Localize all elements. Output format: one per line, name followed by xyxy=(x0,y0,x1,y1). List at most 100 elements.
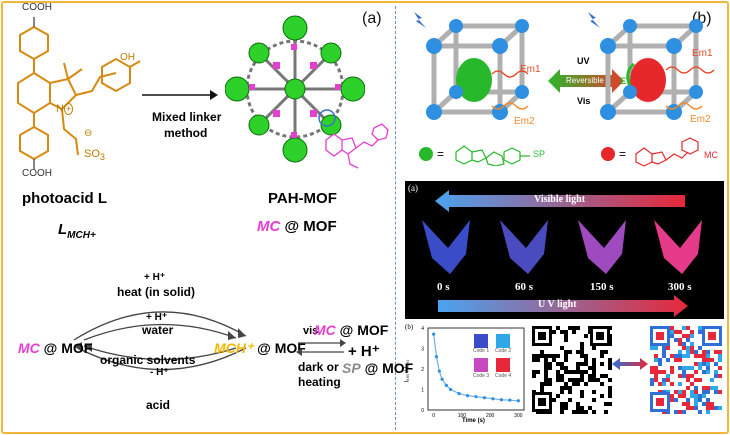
arrow-label-line2: method xyxy=(164,126,208,140)
y-tick-label: 0 xyxy=(421,408,424,414)
cube-sp xyxy=(414,12,529,120)
em1-right: Em1 xyxy=(692,48,713,59)
lower-h-minus: - H⁺ xyxy=(150,367,169,378)
mid-h-plus: + H⁺ xyxy=(146,312,168,323)
right-equilibrium-arrows xyxy=(296,339,346,356)
cube-mc xyxy=(588,12,715,120)
graph-sub-label: (b) xyxy=(405,323,414,331)
cooh-top-text: COOH xyxy=(22,2,52,13)
chart-point xyxy=(444,383,448,387)
left-mc-mof: MC @ MOF xyxy=(18,340,93,356)
code4-label: Code 4 xyxy=(495,373,512,379)
lower-condition: organic solvents xyxy=(100,353,196,367)
center-mch-mof: MCH⁺ @ MOF xyxy=(214,340,306,356)
code1-label: Code 1 xyxy=(473,348,490,354)
sp-label: SP xyxy=(533,149,546,159)
heating-label: heating xyxy=(298,375,341,389)
y-tick-label: 3 xyxy=(421,347,424,353)
qr-pattern-samples xyxy=(422,220,702,274)
vis-label: vis. xyxy=(303,325,322,337)
bottom-condition: acid xyxy=(146,398,171,412)
panel-divider xyxy=(395,6,396,430)
uv-light-arrow xyxy=(438,295,688,317)
mc-label: MC xyxy=(704,150,718,160)
right-sp-mof: SP @ MOF xyxy=(342,360,414,376)
graph-xlabel: Time (s) xyxy=(462,418,485,424)
arrow-label-line1: Mixed linker xyxy=(152,110,222,124)
pah-mof-framework xyxy=(225,15,365,163)
qr-code-color xyxy=(648,324,724,414)
chart-point xyxy=(437,369,441,373)
time-60: 60 s xyxy=(515,281,534,293)
uv-label: UV xyxy=(577,56,590,66)
chart-point xyxy=(491,397,495,401)
photo-sub-label: (a) xyxy=(408,183,418,193)
so3-charge: ⊖ xyxy=(84,128,93,139)
time-300: 300 s xyxy=(668,281,692,293)
cooh-bottom-text: COOH xyxy=(22,168,52,179)
mc-mof-label: MC @ MOF xyxy=(257,218,337,235)
mid-condition: water xyxy=(142,323,174,337)
photoacid-label: photoacid L xyxy=(22,190,107,207)
code-swatches xyxy=(474,334,510,372)
n-plus-label: N+ xyxy=(56,103,74,115)
visible-light-label: Visible light xyxy=(534,194,586,205)
chart-point xyxy=(508,398,512,402)
y-tick-label: 2 xyxy=(421,367,424,373)
chart-point xyxy=(432,332,436,336)
reversible-arrow xyxy=(548,69,624,93)
y-tick-label: 1 xyxy=(421,388,424,394)
bidirectional-arrow xyxy=(612,358,648,370)
top-condition: heat (in solid) xyxy=(117,285,195,299)
oh-label: OH xyxy=(120,52,135,63)
code2-label: Code 2 xyxy=(495,348,512,354)
right-mc-mof: MC @ MOF xyxy=(314,322,389,338)
em1-left: Em1 xyxy=(520,64,541,75)
mixed-linker-arrow xyxy=(142,90,218,100)
graph-ylabel: I₆₅₀ / I₄₉₀ xyxy=(404,359,411,383)
sp-green-dot xyxy=(419,147,433,161)
chart-point xyxy=(465,394,470,398)
chart-point xyxy=(474,395,478,399)
panel-a-label: (a) xyxy=(362,10,382,27)
mc-molecule-inset xyxy=(325,123,389,169)
time-150: 150 s xyxy=(590,281,614,293)
mc-red-dot xyxy=(601,147,615,161)
so3-label: SO3 xyxy=(84,148,105,163)
em2-left: Em2 xyxy=(514,116,535,127)
em2-right: Em2 xyxy=(690,114,711,125)
chart-point xyxy=(440,377,444,381)
scheme-arrows xyxy=(73,311,247,371)
plus-h-product: + H⁺ xyxy=(348,343,380,360)
lmch-label: LMCH+ xyxy=(58,221,96,241)
chart-point xyxy=(516,399,520,403)
x-tick-label: 300 xyxy=(514,413,523,419)
chart-point xyxy=(434,355,439,359)
et-label: ET xyxy=(620,76,632,86)
sp-structure xyxy=(455,145,530,166)
y-tick-label: 4 xyxy=(421,326,424,332)
code3-label: Code 3 xyxy=(473,373,490,379)
chart-point xyxy=(499,398,504,402)
dark-label: dark or xyxy=(298,360,339,374)
top-h-plus: + H⁺ xyxy=(144,272,166,283)
chart-point xyxy=(482,396,487,400)
sp-equals: = xyxy=(437,147,445,161)
uv-light-label: U V light xyxy=(538,299,577,310)
pah-mof-label: PAH-MOF xyxy=(268,190,337,207)
x-tick-label: 100 xyxy=(458,413,467,419)
mc-structure xyxy=(635,137,699,167)
qr-code-bw xyxy=(530,324,612,414)
x-tick-label: 200 xyxy=(486,413,495,419)
chart-point xyxy=(457,392,461,396)
time-0: 0 s xyxy=(437,281,450,293)
chart-point xyxy=(448,387,453,392)
mc-equals: = xyxy=(619,147,627,161)
reversible-label: Reversible xyxy=(566,76,604,85)
photoacid-structure xyxy=(17,17,141,169)
visible-light-arrow xyxy=(435,190,685,212)
vis-arrow-label: Vis xyxy=(577,96,591,106)
x-tick-label: 0 xyxy=(432,413,435,419)
